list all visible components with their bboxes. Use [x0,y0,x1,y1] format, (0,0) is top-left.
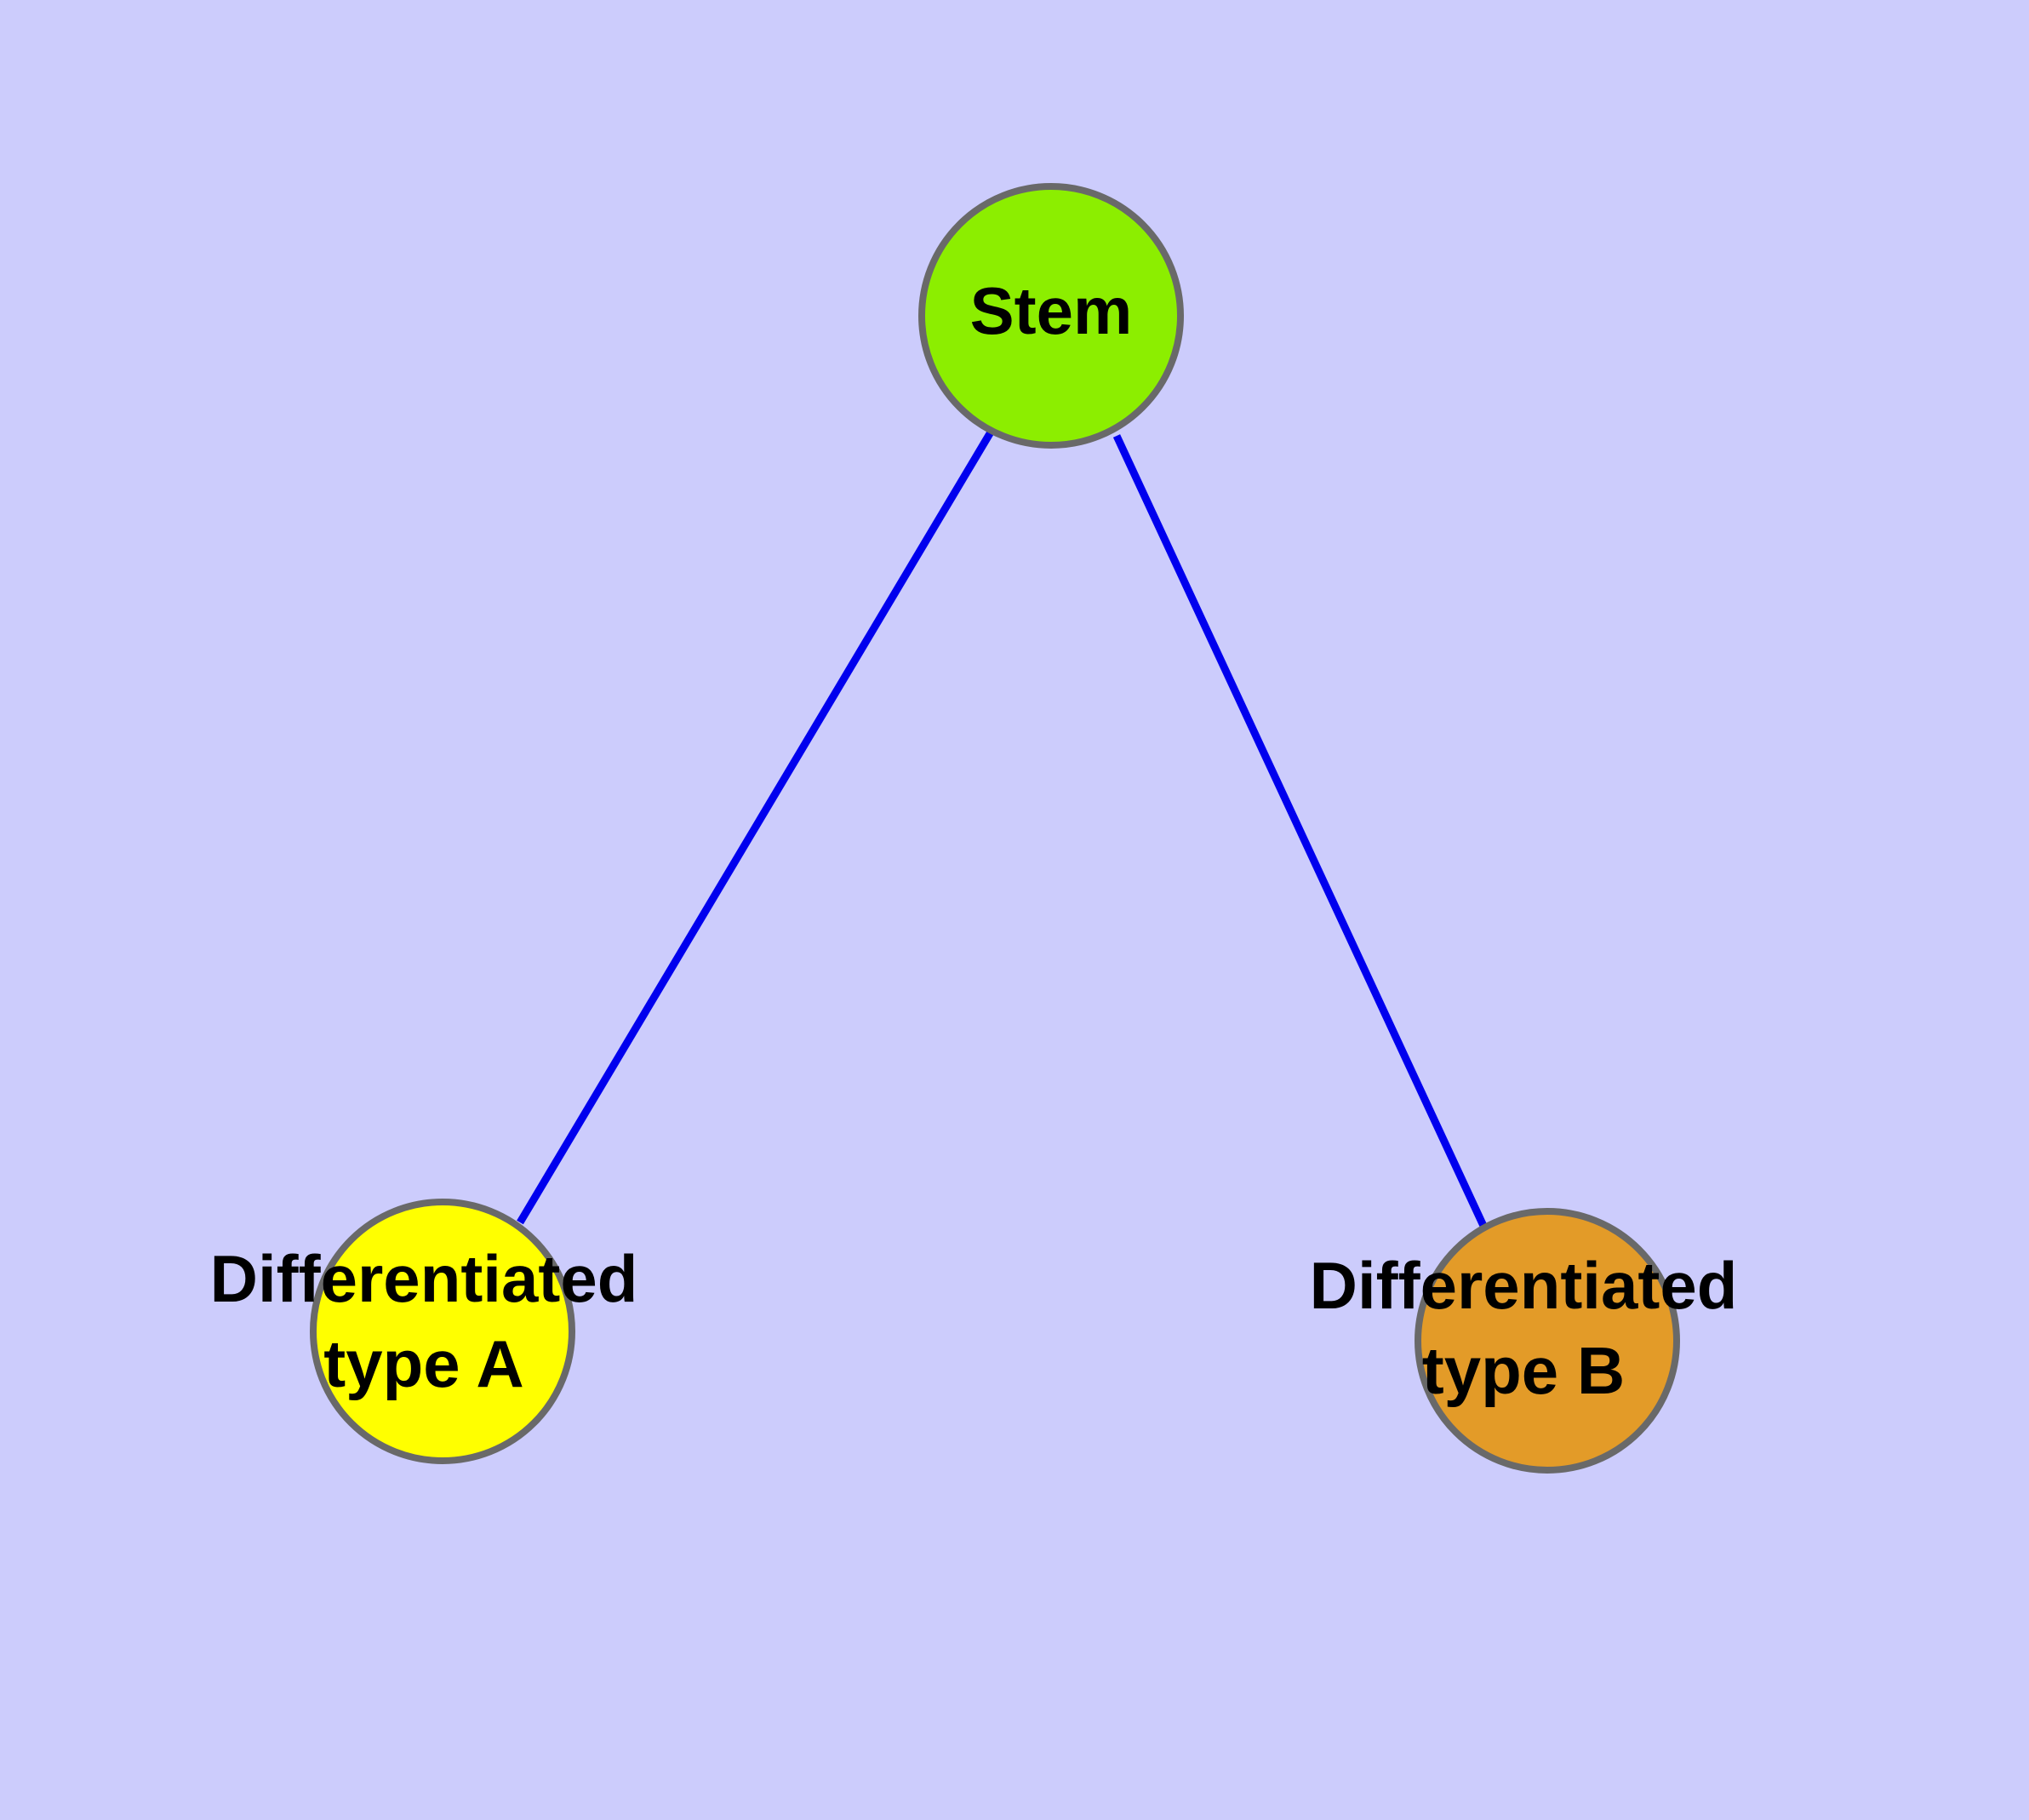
node-label-line: Stem [970,273,1133,348]
node-label-line: type A [323,1326,524,1401]
node-label-line: Differentiated [210,1241,638,1316]
node-label-diff-a: Differentiated type A [210,1241,638,1401]
node-diff-a[interactable] [310,1199,575,1464]
node-label-stem: Stem [970,273,1133,348]
edge-stem-to-diff-a[interactable] [517,428,995,1225]
node-diff-b[interactable] [1415,1208,1680,1474]
node-stem[interactable] [918,183,1184,449]
edge-layer [517,428,1488,1228]
edge-stem-to-diff-b[interactable] [1112,434,1488,1228]
node-label-diff-b: Differentiated type B [1310,1248,1738,1408]
node-label-line: Differentiated [1310,1248,1738,1323]
node-label-line: type B [1422,1333,1625,1408]
node-layer [310,183,1680,1474]
